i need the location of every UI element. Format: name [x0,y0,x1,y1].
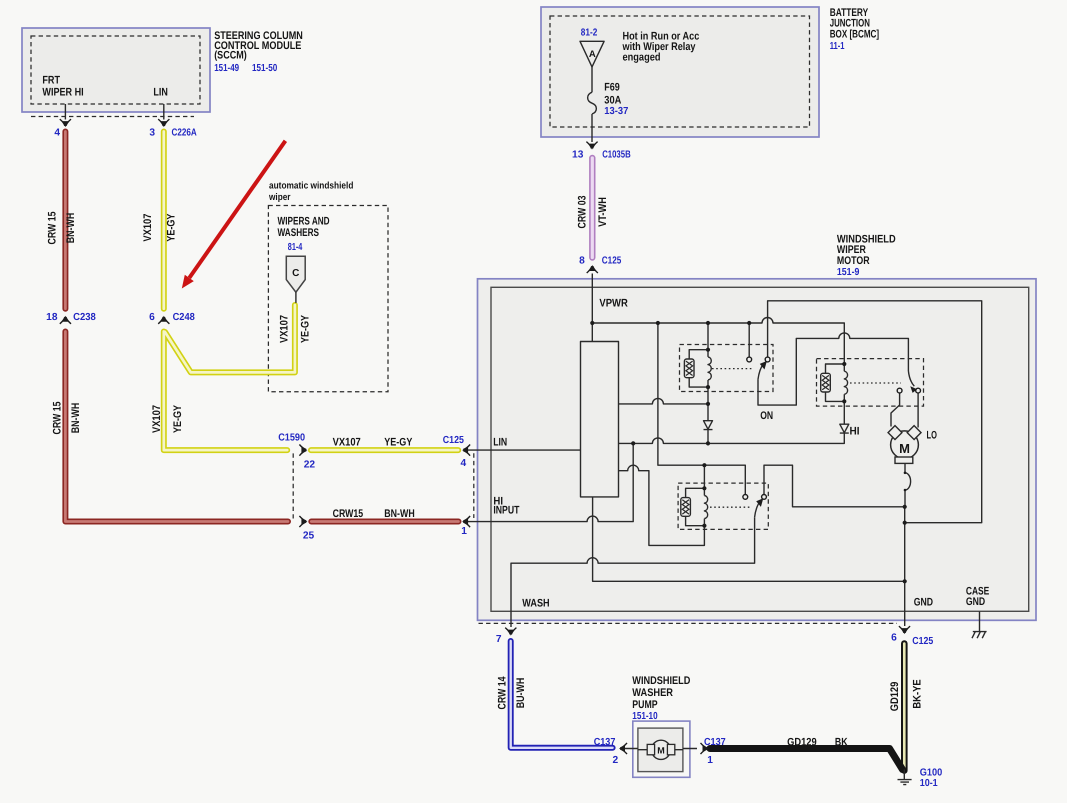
svg-text:PUMP: PUMP [632,699,657,711]
svg-text:Hot in Run or Acc: Hot in Run or Acc [623,30,700,42]
svg-text:4: 4 [54,128,60,139]
svg-text:4: 4 [461,458,467,469]
svg-text:1: 1 [707,755,713,766]
svg-text:INPUT: INPUT [493,505,519,517]
svg-text:25: 25 [303,531,315,542]
svg-text:LIN: LIN [493,437,507,449]
svg-text:WINDSHIELD: WINDSHIELD [632,675,690,687]
svg-text:BN-WH: BN-WH [384,508,414,520]
svg-text:VT-WH: VT-WH [597,197,609,227]
svg-text:CONTROL MODULE: CONTROL MODULE [214,40,301,52]
svg-text:automatic windshield: automatic windshield [269,181,354,192]
svg-text:C1035B: C1035B [602,150,631,161]
svg-text:11-1: 11-1 [830,41,845,52]
svg-text:7: 7 [496,634,502,645]
svg-text:30A: 30A [604,95,621,107]
svg-text:81-2: 81-2 [581,27,598,38]
svg-text:C137: C137 [594,737,616,748]
svg-text:LO: LO [927,430,938,442]
svg-text:81-4: 81-4 [288,242,303,253]
svg-text:LIN: LIN [153,86,168,98]
svg-text:C125: C125 [443,435,464,446]
svg-text:FRT: FRT [42,75,60,87]
svg-text:CRW 15: CRW 15 [52,402,64,435]
svg-text:GND: GND [966,596,985,608]
svg-text:C125: C125 [602,255,622,266]
svg-text:CRW 14: CRW 14 [496,676,508,710]
svg-text:WASHER: WASHER [632,687,673,699]
svg-text:F69: F69 [604,82,620,94]
svg-text:BU-WH: BU-WH [515,678,527,709]
svg-text:BN-WH: BN-WH [70,403,82,433]
svg-text:WIPER HI: WIPER HI [42,86,83,98]
svg-text:engaged: engaged [623,52,661,64]
svg-text:G100: G100 [920,768,943,779]
svg-text:GD129: GD129 [889,682,901,712]
svg-text:VX107: VX107 [279,315,291,343]
svg-text:CRW15: CRW15 [333,508,364,520]
svg-text:13-37: 13-37 [604,106,628,117]
svg-text:VPWR: VPWR [599,297,627,309]
svg-text:GD129: GD129 [787,737,817,749]
svg-text:VX107: VX107 [333,436,361,448]
svg-text:wiper: wiper [268,192,291,203]
svg-text:C238: C238 [73,312,96,323]
svg-text:M: M [657,746,665,756]
svg-text:YE-GY: YE-GY [384,436,413,448]
svg-text:BOX [BCMC]: BOX [BCMC] [830,28,880,40]
svg-text:YE-GY: YE-GY [172,404,184,433]
svg-text:BK: BK [835,737,848,749]
svg-text:151-50: 151-50 [252,63,278,74]
svg-text:GND: GND [914,596,933,608]
svg-text:2: 2 [613,755,619,766]
svg-text:YE-GY: YE-GY [165,213,177,242]
svg-text:BATTERY: BATTERY [830,7,869,19]
svg-text:A: A [589,49,596,60]
svg-text:22: 22 [304,460,316,471]
svg-text:6: 6 [891,633,897,644]
svg-text:151-49: 151-49 [214,63,239,74]
svg-text:C1590: C1590 [278,433,305,444]
svg-text:8: 8 [579,255,585,266]
svg-text:C: C [292,268,299,279]
svg-text:C248: C248 [173,312,196,323]
svg-text:HI: HI [850,425,860,437]
svg-text:151-9: 151-9 [837,267,860,278]
svg-text:WIPER: WIPER [837,244,866,256]
svg-text:JUNCTION: JUNCTION [830,18,870,30]
svg-text:C226A: C226A [172,127,198,138]
svg-text:MOTOR: MOTOR [837,255,870,267]
svg-text:M: M [899,441,910,456]
svg-text:10-1: 10-1 [920,778,938,789]
svg-text:HI: HI [493,496,503,508]
svg-text:ON: ON [760,410,773,422]
svg-text:WASH: WASH [522,598,549,610]
svg-text:VX107: VX107 [142,214,154,242]
svg-text:VX107: VX107 [151,405,163,433]
svg-text:6: 6 [149,312,155,323]
svg-text:CASE: CASE [966,585,989,597]
svg-text:C125: C125 [912,636,933,647]
svg-text:C137: C137 [704,737,726,748]
svg-text:151-10: 151-10 [632,711,658,722]
svg-text:18: 18 [46,312,58,323]
svg-text:BK-YE: BK-YE [912,679,924,708]
svg-text:(SCCM): (SCCM) [214,50,247,62]
svg-text:STEERING COLUMN: STEERING COLUMN [214,30,303,42]
svg-text:3: 3 [149,128,155,139]
svg-text:13: 13 [572,150,584,161]
svg-text:CRW 15: CRW 15 [46,212,58,245]
svg-text:WASHERS: WASHERS [278,227,320,239]
svg-text:BN-WH: BN-WH [65,213,77,243]
svg-text:CRW 03: CRW 03 [577,196,589,229]
svg-text:WINDSHIELD: WINDSHIELD [837,234,896,246]
svg-text:with Wiper Relay: with Wiper Relay [622,41,697,53]
svg-text:1: 1 [461,526,467,537]
svg-text:YE-GY: YE-GY [300,314,312,343]
svg-text:WIPERS AND: WIPERS AND [278,216,330,228]
